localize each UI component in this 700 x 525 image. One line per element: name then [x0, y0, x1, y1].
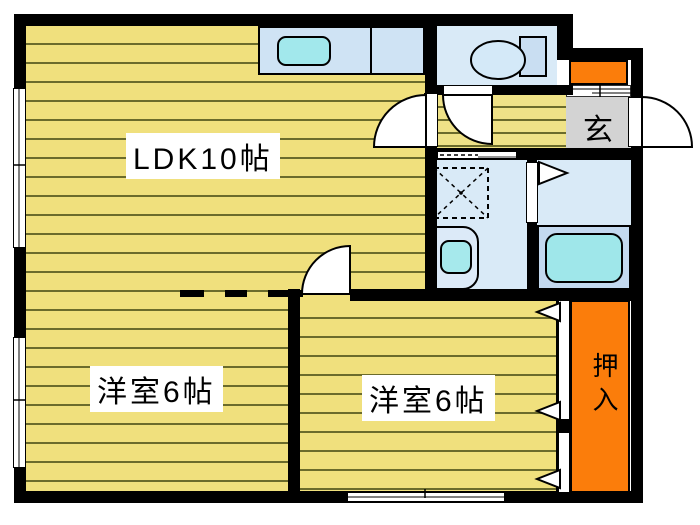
wall-entrance-top: [557, 48, 643, 60]
kitchen-counter-divider: [370, 28, 372, 73]
window-ldk-left: [13, 88, 26, 248]
room-label-entrance: 玄: [583, 114, 613, 147]
wall-top: [14, 14, 573, 26]
hallway-floor: [437, 95, 566, 148]
closet-sliding-door-bottom: [558, 432, 570, 493]
entrance-step: [566, 85, 631, 97]
window-bedroom1-left: [13, 337, 26, 468]
shoe-cabinet: [569, 60, 628, 85]
wall-bedroom-divider: [288, 289, 300, 491]
bathtub-icon: [545, 233, 623, 283]
entrance-floor: [566, 97, 631, 148]
wall-toilet-left: [425, 14, 437, 95]
room-label-ldk: LDK10帖: [126, 133, 280, 179]
partition-dash: [180, 290, 204, 297]
kitchen-sink-icon: [277, 36, 331, 66]
sliding-door-washroom: [437, 151, 517, 159]
wall-toilet-bottom: [425, 85, 573, 95]
room-label-closet: 押入: [589, 352, 619, 420]
room-label-bedroom1: 洋室6帖: [90, 366, 223, 412]
toilet-room-floor: [437, 26, 557, 85]
wall-middle: [350, 289, 643, 301]
wall-bottom: [14, 491, 643, 503]
door-leaf-ldk: [424, 93, 438, 147]
washbasin-bowl-icon: [440, 240, 472, 274]
door-leaf-front: [628, 97, 643, 147]
door-arc-front: [641, 95, 694, 148]
wall-washroom-bathroom: [527, 160, 537, 290]
room-label-bedroom2: 洋室6帖: [362, 375, 495, 421]
door-leaf-toilet: [443, 85, 493, 95]
window-bedroom2-bottom: [347, 492, 505, 502]
door-bathroom: [526, 162, 538, 223]
room-ldk-floor: [26, 26, 425, 491]
room-bedroom2-floor: [300, 300, 562, 491]
closet-sliding-door-top: [558, 300, 570, 420]
closet-area: [570, 300, 630, 493]
partition-dash: [268, 290, 303, 297]
wall-right: [631, 48, 643, 503]
partition-dash: [225, 290, 247, 297]
